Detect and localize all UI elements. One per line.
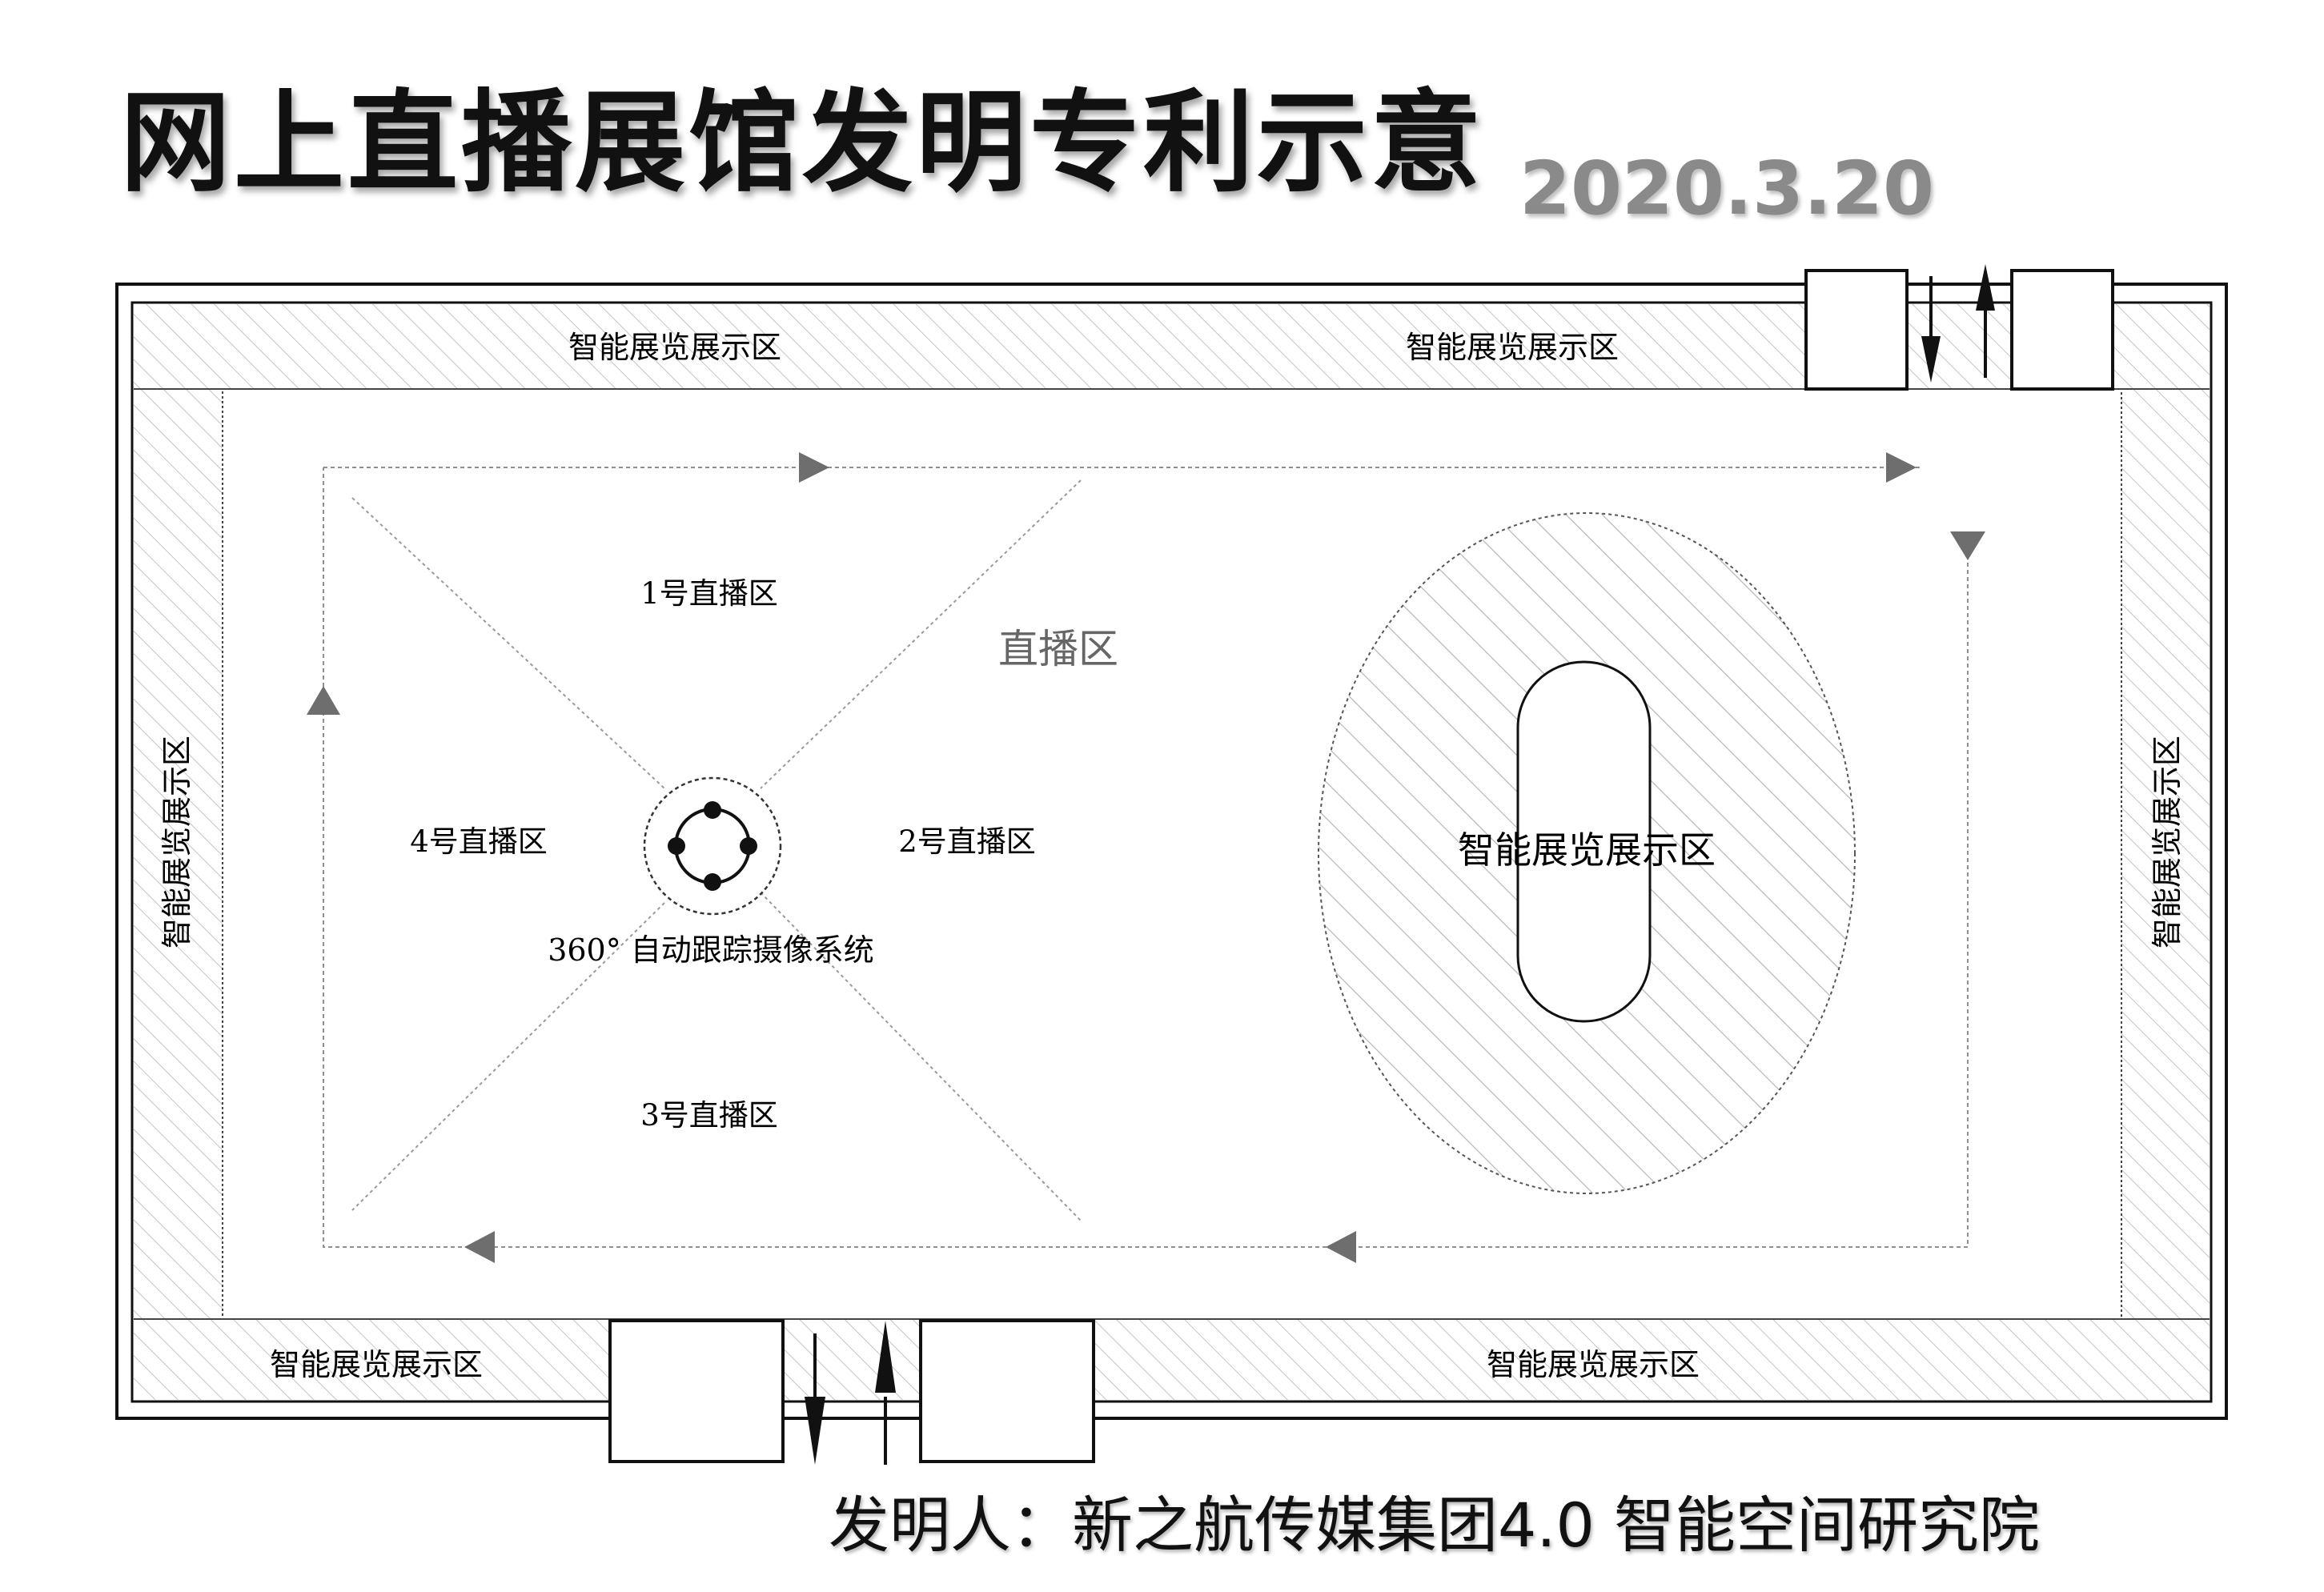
up-arrow-icon <box>875 1321 896 1465</box>
entrance-door-bottom-right <box>919 1319 1095 1463</box>
central-display-stand <box>1516 660 1652 1023</box>
entrance-door-top-right <box>2010 269 2114 391</box>
down-arrow-icon <box>805 1333 825 1465</box>
exhibit-zone-bottom-left-label: 智能展览展示区 <box>270 1347 483 1382</box>
flow-arrow-left-icon <box>464 1231 495 1263</box>
inner-wall <box>130 301 2213 1403</box>
exhibit-zone-top-right-label: 智能展览展示区 <box>1406 330 1619 365</box>
entrance-door-bottom-left <box>608 1319 785 1463</box>
live-zone-3-label: 3号直播区 <box>640 1098 778 1133</box>
camera-view-lines <box>351 479 1082 1221</box>
entrance-door-top-left <box>1804 269 1909 391</box>
live-area-label: 直播区 <box>998 626 1118 672</box>
down-arrow-icon <box>1921 276 1941 383</box>
flow-arrow-right-icon <box>799 452 829 483</box>
flow-arrow-down-icon <box>1950 531 1985 560</box>
live-zone-1-label: 1号直播区 <box>640 576 778 611</box>
exhibit-zone-left-label: 智能展览展示区 <box>159 736 195 948</box>
outer-wall <box>115 283 2228 1420</box>
exhibit-zone-right-label: 智能展览展示区 <box>2149 736 2185 948</box>
camera-system-icon <box>643 776 782 916</box>
page-title: 网上直播展馆发明专利示意 <box>120 78 1485 207</box>
live-zone-4-label: 4号直播区 <box>410 824 548 859</box>
exhibit-band-bottom <box>134 1319 2210 1400</box>
exhibit-band-right <box>2121 389 2210 1319</box>
up-arrow-icon <box>1976 264 1995 378</box>
date-label: 2020.3.20 <box>1519 146 1934 231</box>
inventor-line: 发明人：新之航传媒集团4.0 智能空间研究院 <box>829 1490 2041 1561</box>
exhibit-zone-bottom-right-label: 智能展览展示区 <box>1487 1347 1700 1382</box>
visitor-flow-path <box>323 467 1969 1248</box>
live-zone-2-label: 2号直播区 <box>898 824 1036 859</box>
oval-exhibit-label: 智能展览展示区 <box>1458 828 1716 872</box>
flow-arrow-left-icon <box>1326 1231 1356 1263</box>
exhibit-zone-top-left-label: 智能展览展示区 <box>568 330 781 365</box>
oval-exhibit-area <box>1318 512 1856 1194</box>
camera-system-label: 360° 自动跟踪摄像系统 <box>548 932 874 968</box>
flow-arrow-right-icon <box>1886 452 1917 483</box>
exhibit-band-left <box>134 389 223 1319</box>
flow-arrow-up-icon <box>307 686 340 715</box>
